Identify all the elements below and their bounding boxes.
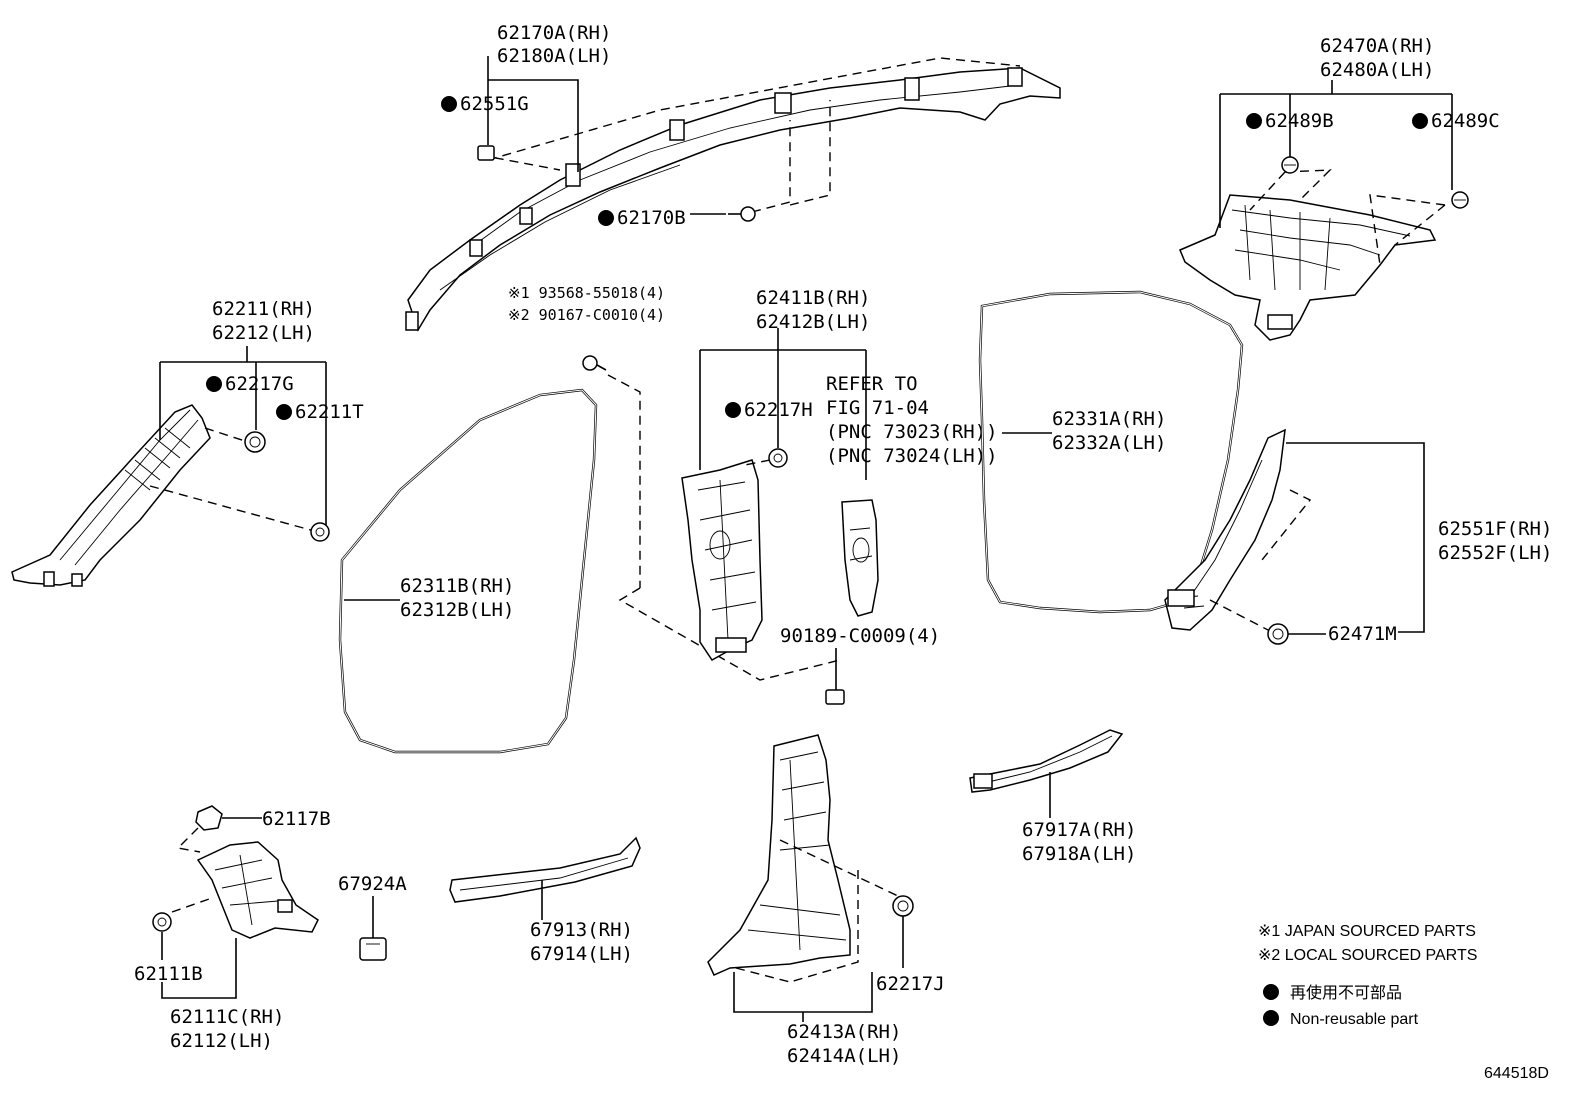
label-refer-pnc-lh: (PNC 73024(LH)) — [826, 445, 998, 467]
roof-side-garnish-assembly — [405, 67, 1061, 332]
non-reusable-dot-icon — [598, 210, 614, 226]
label-62180a: 62180A(LH) — [497, 45, 611, 67]
label-62551g: 62551G — [460, 93, 529, 115]
legend-note-2: ※2 LOCAL SOURCED PARTS — [1258, 947, 1477, 964]
legend-nonreusable-jp: 再使用不可部品 — [1290, 984, 1402, 1002]
legend-note-1: ※1 JAPAN SOURCED PARTS — [1258, 923, 1476, 940]
label-62552f: 62552F(LH) — [1438, 542, 1552, 564]
non-reusable-dot-icon — [1412, 113, 1428, 129]
label-62111c: 62111C(RH) — [170, 1006, 284, 1028]
non-reusable-dot-icon — [1246, 113, 1262, 129]
label-62414a: 62414A(LH) — [787, 1045, 901, 1067]
label-62170a: 62170A(RH) — [497, 22, 611, 44]
label-refer-to: REFER TO — [826, 373, 918, 395]
non-reusable-dot-icon — [206, 376, 222, 392]
label-67924a: 67924A — [338, 873, 407, 895]
label-62217g: 62217G — [225, 373, 294, 395]
label-67917a: 67917A(RH) — [1022, 819, 1136, 841]
label-62211: 62211(RH) — [212, 298, 315, 320]
label-62117b: 62117B — [262, 808, 331, 830]
label-62312b: 62312B(LH) — [400, 599, 514, 621]
non-reusable-dot-icon — [1263, 984, 1279, 1000]
label-62331a: 62331A(RH) — [1052, 408, 1166, 430]
clip-62217h-icon — [768, 448, 788, 468]
rear-scuff-plate-part — [969, 729, 1124, 793]
label-62211t: 62211T — [295, 401, 364, 423]
label-62332a: 62332A(LH) — [1052, 432, 1166, 454]
clip-62551g-icon — [477, 145, 495, 161]
seat-belt-guide-part — [841, 499, 879, 617]
cowl-side-trim-assembly — [196, 841, 319, 939]
non-reusable-dot-icon — [276, 404, 292, 420]
label-67913: 67913(RH) — [530, 919, 633, 941]
rear-pillar-garnish-assembly — [1164, 428, 1286, 631]
clip-62211t-icon — [310, 522, 330, 542]
label-62170b: 62170B — [617, 207, 686, 229]
clip-62471m-icon — [1267, 623, 1289, 645]
clip-62117b-icon — [195, 805, 223, 831]
label-62311b: 62311B(RH) — [400, 575, 514, 597]
non-reusable-dot-icon — [1263, 1010, 1279, 1026]
label-62413a: 62413A(RH) — [787, 1021, 901, 1043]
label-refer-fig: FIG 71-04 — [826, 397, 929, 419]
label-90189: 90189-C0009(4) — [780, 625, 940, 647]
label-62471m: 62471M — [1328, 623, 1397, 645]
label-refer-pnc-rh: (PNC 73023(RH)) — [826, 421, 998, 443]
center-pillar-garnish-assembly — [681, 459, 763, 661]
label-62217h: 62217H — [744, 399, 813, 421]
label-62217j: 62217J — [876, 973, 945, 995]
lower-center-pillar-garnish-assembly — [707, 734, 851, 976]
quarter-trim-part — [1179, 194, 1437, 341]
center-pillar-garnish-part — [681, 459, 763, 661]
quarter-trim-assembly — [1179, 194, 1437, 341]
label-67914: 67914(LH) — [530, 943, 633, 965]
label-62470a: 62470A(RH) — [1320, 35, 1434, 57]
legend-nonreusable-en: Non-reusable part — [1290, 1011, 1419, 1028]
front-scuff-plate-part — [449, 836, 641, 903]
rear-pillar-garnish-part — [1164, 428, 1286, 631]
label-62489b: 62489B — [1265, 110, 1334, 132]
cowl-side-trim-part — [196, 841, 319, 939]
front-pillar-garnish-assembly — [11, 404, 211, 587]
clip-62489b-icon — [1281, 156, 1299, 174]
screw-icon — [582, 355, 607, 371]
clip-62489c-icon — [1451, 191, 1469, 209]
label-screw-note-2: ※2 90167-C0010(4) — [508, 306, 665, 324]
clip-62217j-icon — [892, 895, 914, 917]
label-62111b: 62111B — [134, 963, 203, 985]
label-62411b: 62411B(RH) — [756, 287, 870, 309]
clip-67924a-icon — [359, 937, 387, 961]
label-62551f: 62551F(RH) — [1438, 518, 1552, 540]
label-62212: 62212(LH) — [212, 322, 315, 344]
label-67918a: 67918A(LH) — [1022, 843, 1136, 865]
label-62412b: 62412B(LH) — [756, 311, 870, 333]
clip-62170b-icon — [728, 206, 756, 222]
label-62112: 62112(LH) — [170, 1030, 273, 1052]
non-reusable-dot-icon — [725, 402, 741, 418]
non-reusable-dot-icon — [441, 96, 457, 112]
clip-62217g-icon — [244, 431, 266, 453]
front-door-weatherstrip-part — [338, 388, 598, 754]
nut-90189-icon — [825, 689, 845, 705]
clip-62111b-icon — [152, 912, 172, 932]
diagram-code: 644518D — [1484, 1065, 1549, 1082]
lower-center-pillar-garnish-part — [707, 734, 851, 976]
label-screw-note-1: ※1 93568-55018(4) — [508, 284, 665, 302]
roof-side-garnish-part — [407, 67, 1061, 332]
label-62489c: 62489C — [1431, 110, 1500, 132]
label-62480a: 62480A(LH) — [1320, 59, 1434, 81]
